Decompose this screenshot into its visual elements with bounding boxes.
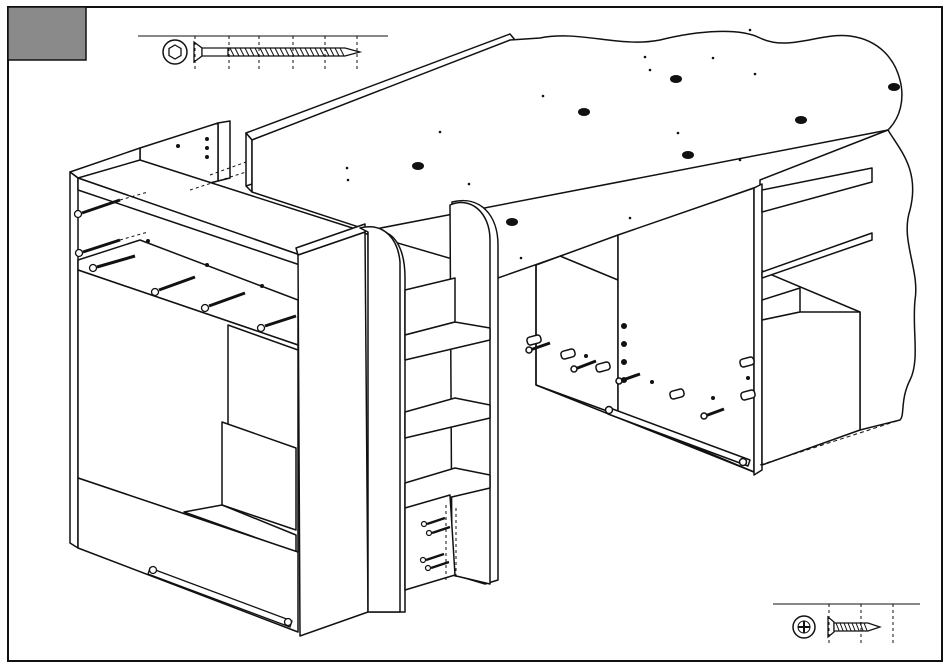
step-marker	[8, 7, 86, 60]
hex-socket-icon	[163, 40, 187, 64]
phillips-cross-icon	[793, 616, 815, 638]
